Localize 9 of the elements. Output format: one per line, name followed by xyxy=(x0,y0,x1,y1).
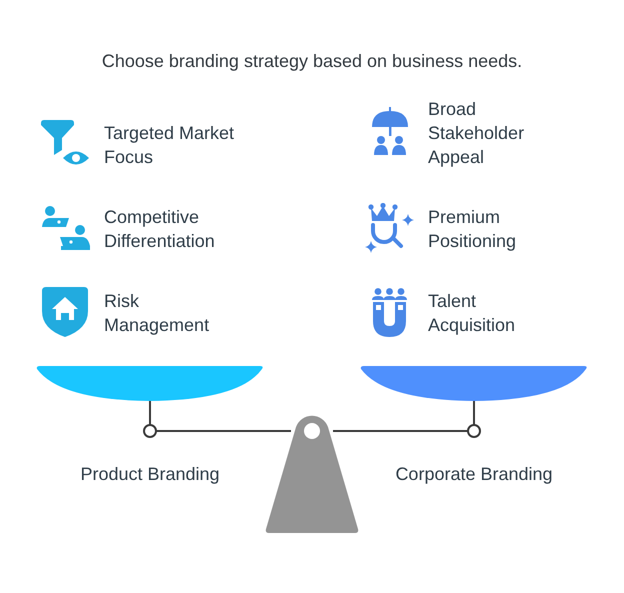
benefit-label: Risk Management xyxy=(104,290,210,337)
benefit-label: Targeted Market Focus xyxy=(104,122,236,169)
benefit-label: Competitive Differentiation xyxy=(104,206,216,253)
title: Choose branding strategy based on business needs. xyxy=(100,50,524,73)
benefit-label: Talent Acquisition xyxy=(428,290,516,337)
option-label: Corporate Branding xyxy=(394,463,554,486)
benefit-label: Broad Stakeholder Appeal xyxy=(428,98,526,169)
option-label: Product Branding xyxy=(79,463,221,486)
benefit-label: Premium Positioning xyxy=(428,206,518,253)
